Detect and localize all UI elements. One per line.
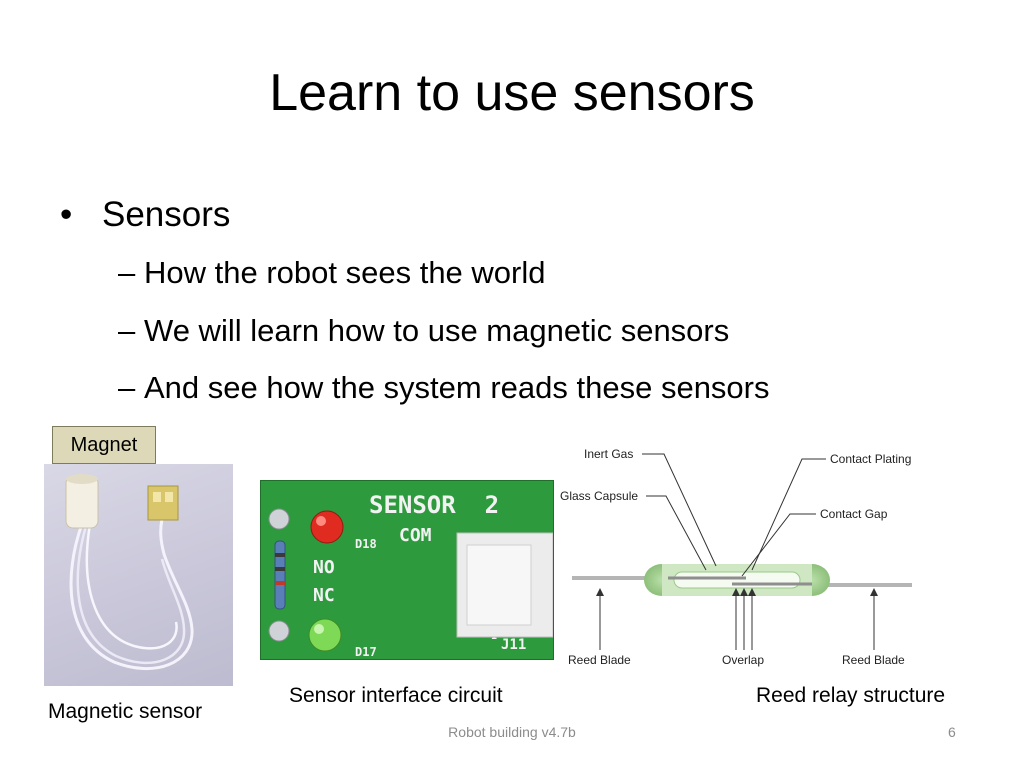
magnetic-sensor-photo: [44, 464, 233, 686]
capsule-inner: [673, 571, 801, 589]
caption-reed-relay: Reed relay structure: [756, 684, 946, 707]
magnet-label: Magnet: [52, 426, 156, 464]
label-contact-plating: Contact Plating: [830, 452, 911, 466]
bullet-marker: •: [60, 195, 73, 234]
pcb-nc-label: NC: [313, 585, 335, 606]
sub-bullet-3: –And see how the system reads these sens…: [118, 369, 770, 406]
sub-bullet-text: And see how the system reads these senso…: [144, 370, 770, 405]
footer-text: Robot building v4.7b: [448, 724, 576, 740]
pointer-lines: [599, 453, 875, 650]
reed-relay-diagram: Inert Gas Glass Capsule Contact Plating …: [560, 447, 912, 667]
label-inert-gas: Inert Gas: [584, 447, 633, 461]
caption-interface-circuit: Sensor interface circuit: [289, 684, 503, 707]
label-reed-blade-left: Reed Blade: [568, 653, 631, 667]
label-glass-capsule: Glass Capsule: [560, 489, 638, 503]
sub-bullet-1: –How the robot sees the world: [118, 254, 546, 291]
sensor-interface-pcb-photo: SENSOR 2 COM NO NC D18 D17 J11 1: [260, 480, 554, 660]
pcb-components: [268, 508, 553, 652]
label-overlap: Overlap: [722, 653, 764, 667]
label-contact-gap: Contact Gap: [820, 507, 888, 521]
bullet-sensors: • Sensors: [60, 194, 230, 236]
pcb-title-text: SENSOR 2: [369, 491, 500, 519]
caption-magnetic-sensor: Magnetic sensor: [48, 700, 203, 723]
pcb-d18-label: D18: [355, 537, 377, 551]
sub-bullet-2: –We will learn how to use magnetic senso…: [118, 312, 729, 349]
bullet-text: Sensors: [102, 195, 231, 234]
sub-bullet-text: We will learn how to use magnetic sensor…: [144, 313, 730, 348]
pcb-d17-label: D17: [355, 645, 377, 659]
sub-bullet-marker: –: [118, 255, 136, 290]
label-reed-blade-right: Reed Blade: [842, 653, 905, 667]
slide-title: Learn to use sensors: [269, 64, 755, 122]
pcb-j11-label: J11: [501, 637, 527, 653]
sub-bullet-marker: –: [118, 370, 136, 405]
magnetic-sensor-illustration: [65, 474, 194, 671]
sub-bullet-marker: –: [118, 313, 136, 348]
pcb-com-label: COM: [399, 525, 432, 546]
page-number: 6: [948, 724, 956, 740]
pointer-arrowheads: [596, 588, 878, 596]
sub-bullet-text: How the robot sees the world: [144, 255, 546, 290]
pcb-no-label: NO: [313, 557, 335, 578]
